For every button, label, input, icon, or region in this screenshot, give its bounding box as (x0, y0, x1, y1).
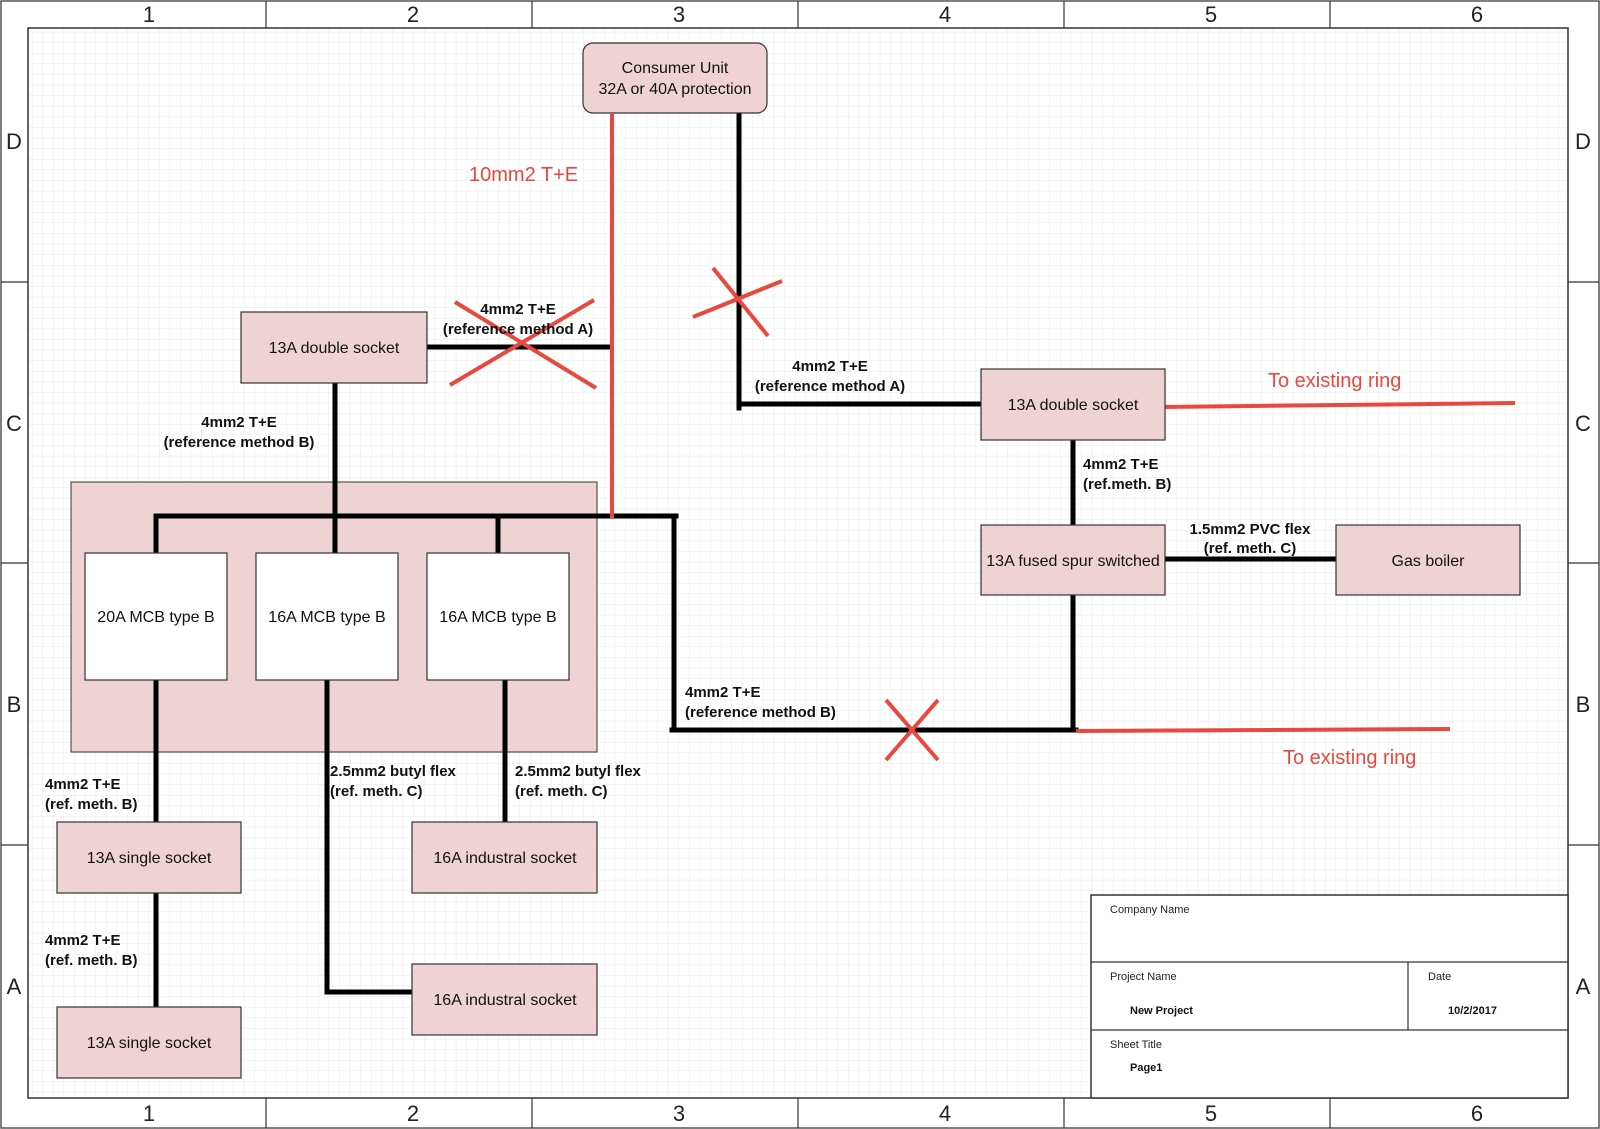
cable-label: (reference method A) (443, 321, 593, 338)
cable-label: 4mm2 T+E (1083, 456, 1158, 473)
column-label-top: 5 (1205, 2, 1217, 27)
single-socket-2[interactable] (56, 1006, 242, 1079)
column-label-top: 1 (143, 2, 155, 27)
row-label-right: D (1575, 129, 1591, 154)
cable-label: (reference method A) (755, 378, 905, 395)
industrial-socket-1-label: 16A industral socket (433, 850, 577, 867)
cable-label: 4mm2 T+E (792, 358, 867, 375)
remove-cross-icon (884, 698, 940, 762)
sheet-title-label: Sheet Title (1110, 1039, 1162, 1051)
cable-label: 1.5mm2 PVC flex (1190, 521, 1312, 538)
fused-spur[interactable] (980, 524, 1166, 596)
to-existing-ring-label: To existing ring (1268, 370, 1401, 392)
cable-label: (reference method B) (164, 434, 315, 451)
mcb-2[interactable] (255, 552, 399, 681)
cable-label: (ref. meth. C) (515, 783, 608, 800)
removal-marks (448, 266, 940, 762)
consumer-unit[interactable] (582, 42, 768, 114)
column-label-bottom: 1 (143, 1101, 155, 1126)
cable-label: 4mm2 T+E (480, 301, 555, 318)
to-existing-ring-label: To existing ring (1283, 747, 1416, 769)
mcb-2-label: 16A MCB type B (268, 609, 385, 626)
consumer-unit-title: Consumer Unit (622, 60, 729, 77)
existing-wiring (153, 111, 1339, 1009)
date-value[interactable]: 10/2/2017 (1448, 1005, 1497, 1017)
remove-cross-icon (692, 266, 783, 338)
cable-label: (ref. meth. C) (330, 783, 423, 800)
industrial-socket-2-label: 16A industral socket (433, 992, 577, 1009)
cable-label: 2.5mm2 butyl flex (515, 763, 642, 780)
double-socket-right-label: 13A double socket (1008, 397, 1139, 414)
title-block: Company Name Project Name Date Sheet Tit… (1090, 894, 1569, 1099)
mcb-1-label: 20A MCB type B (97, 609, 214, 626)
cable-label: 4mm2 T+E (201, 414, 276, 431)
double-socket-left[interactable] (240, 311, 428, 384)
consumer-unit-rating: 32A or 40A protection (599, 81, 752, 98)
cable-label: 4mm2 T+E (685, 684, 760, 701)
industrial-socket-1[interactable] (411, 821, 598, 894)
gas-boiler[interactable] (1335, 524, 1521, 596)
gas-boiler-label: Gas boiler (1392, 553, 1466, 570)
column-label-bottom: 6 (1471, 1101, 1483, 1126)
cable-label: 4mm2 T+E (45, 776, 120, 793)
new-wiring (610, 114, 1516, 733)
single-socket-1-label: 13A single socket (87, 850, 212, 867)
column-label-bottom: 3 (673, 1101, 685, 1126)
date-label: Date (1428, 971, 1451, 983)
double-socket-left-label: 13A double socket (269, 340, 400, 357)
mcb-3[interactable] (426, 552, 570, 681)
column-label-top: 3 (673, 2, 685, 27)
column-label-top: 6 (1471, 2, 1483, 27)
column-label-bottom: 5 (1205, 1101, 1217, 1126)
mcb-1[interactable] (84, 552, 228, 681)
double-socket-right[interactable] (980, 368, 1166, 441)
single-socket-2-label: 13A single socket (87, 1035, 212, 1052)
row-label-left: B (7, 692, 22, 717)
column-label-top: 4 (939, 2, 951, 27)
cable-label: 2.5mm2 butyl flex (330, 763, 457, 780)
cable-label: (ref.meth. B) (1083, 476, 1171, 493)
row-label-left: A (7, 974, 22, 999)
cable-label: (reference method B) (685, 704, 836, 721)
remove-cross-icon (448, 298, 598, 390)
project-name-value[interactable]: New Project (1130, 1005, 1193, 1017)
row-label-left: C (6, 411, 22, 436)
project-name-label: Project Name (1110, 971, 1177, 983)
row-label-right: A (1576, 974, 1591, 999)
column-label-bottom: 2 (407, 1101, 419, 1126)
sheet-title-value[interactable]: Page1 (1130, 1062, 1162, 1074)
column-label-top: 2 (407, 2, 419, 27)
cable-label: (ref. meth. B) (45, 796, 138, 813)
feed-cable-label: 10mm2 T+E (469, 164, 578, 186)
single-socket-1[interactable] (56, 821, 242, 894)
fused-spur-label: 13A fused spur switched (986, 553, 1159, 570)
row-label-right: B (1576, 692, 1591, 717)
row-label-right: C (1575, 411, 1591, 436)
cable-label: (ref. meth. B) (45, 952, 138, 969)
column-label-bottom: 4 (939, 1101, 951, 1126)
mcb-3-label: 16A MCB type B (439, 609, 556, 626)
row-label-left: D (6, 129, 22, 154)
company-name-label: Company Name (1110, 904, 1189, 916)
cable-label: 4mm2 T+E (45, 932, 120, 949)
industrial-socket-2[interactable] (411, 963, 598, 1036)
cable-label: (ref. meth. C) (1204, 540, 1297, 557)
